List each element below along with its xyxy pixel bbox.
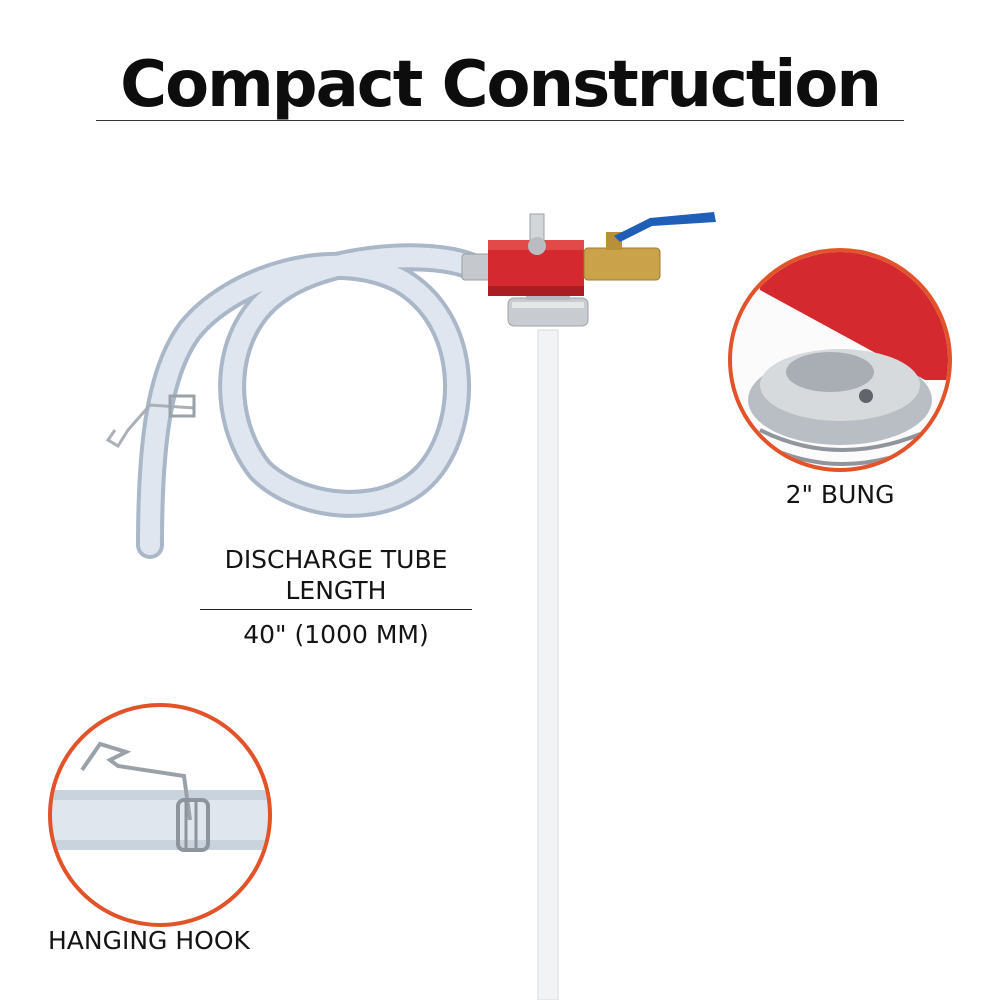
discharge-divider [200, 609, 472, 610]
hanging-hook-label: HANGING HOOK [48, 926, 250, 955]
discharge-tube-label: DISCHARGE TUBE LENGTH [224, 545, 448, 605]
hose-hook [105, 403, 196, 449]
suction-tube [537, 329, 559, 1000]
page-title: Compact Construction [120, 48, 882, 122]
bung-closeup [728, 248, 952, 472]
bung-size-label: 2" BUNG [785, 480, 895, 509]
ball-valve [583, 247, 661, 281]
hook-closeup [48, 703, 272, 927]
title-underline [96, 120, 904, 121]
discharge-hose [136, 243, 484, 559]
valve-lever [614, 212, 716, 242]
discharge-tube-length-value: 40" (1000 MM) [243, 620, 429, 649]
